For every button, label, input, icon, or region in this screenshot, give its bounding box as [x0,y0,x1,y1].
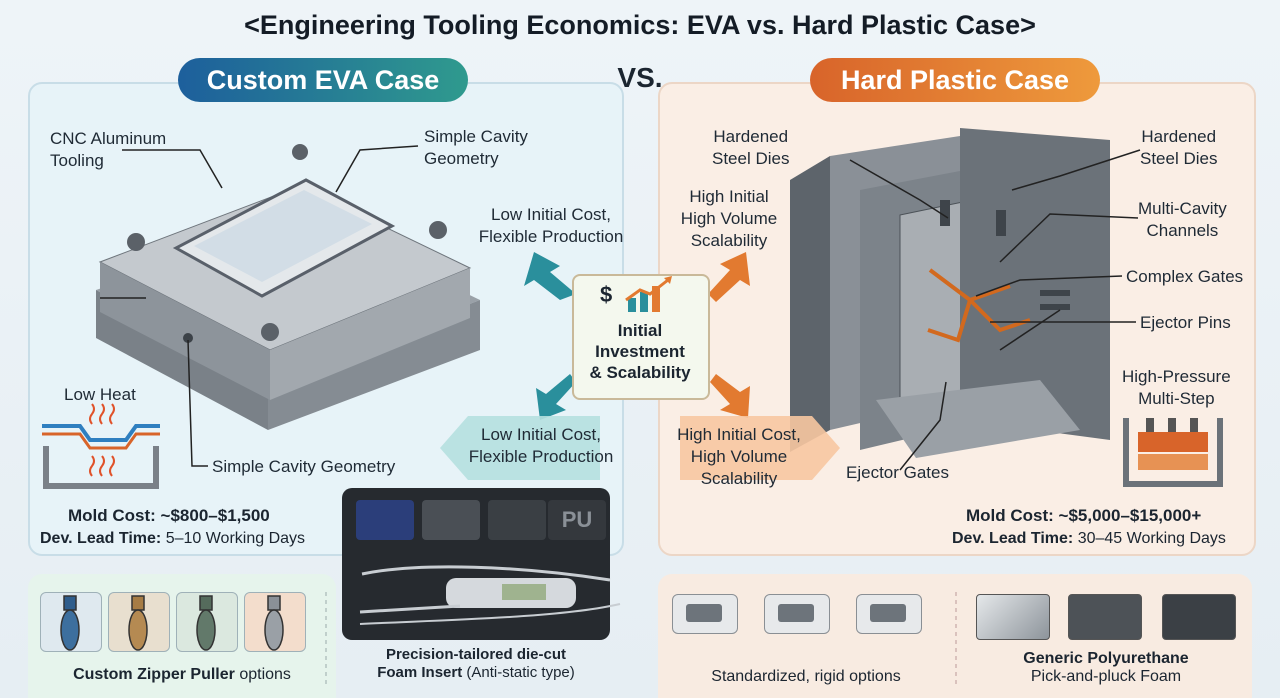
foam-swatch-dark [488,500,546,540]
hp-arrow-up-text: High Initial High Volume Scalability [680,187,778,250]
foam-swatch-blue [356,500,414,540]
foam-caption-bold: Precision-tailored die-cut Foam Insert [377,646,567,681]
foam-sample-dark [1162,594,1236,640]
zipper-caption-rest: options [239,666,291,683]
foam-sample-medium [1068,594,1142,640]
label-low-heat: Low Heat [64,385,136,404]
hard-plastic-heading: Hard Plastic Case [810,58,1100,102]
foam-swatch-pu: PU [548,500,606,540]
steel-mold-image [790,128,1110,458]
heat-press-icon [42,403,160,489]
pu-foam-caption-rest: Pick-and-pluck Foam [1030,668,1182,685]
dollar-icon: $ [600,282,613,307]
label-simple-cavity-top: Simple Cavity Geometry [424,127,528,168]
label-ejector-gates: Ejector Gates [846,463,949,482]
hp-lead-value: 30–45 Working Days [1077,530,1226,547]
foam-caption: Precision-tailored die-cut Foam Insert (… [336,646,616,682]
foam-caption-rest: (Anti-static type) [466,664,575,681]
hp-lead-label: Dev. Lead Time: [952,530,1074,547]
heat-waves-icon [89,403,115,477]
high-pressure-icon [1123,418,1223,487]
foam-sample-light [976,594,1050,640]
label-dies-left: Hardened Steel Dies [712,127,790,168]
label-high-pressure: High-Pressure Multi-Step [1122,367,1231,408]
label-complex-gates: Complex Gates [1126,267,1244,286]
center-title: Initial Investment & Scalability [589,321,691,382]
hp-lead-time: Dev. Lead Time: 30–45 Working Days [952,530,1226,548]
vs-label: VS. [617,62,663,93]
eva-arrow-up-text: Low Initial Cost, Flexible Production [478,205,624,246]
label-simple-cavity-bottom: Simple Cavity Geometry [212,457,396,476]
pu-foam-caption-bold: Generic Polyurethane [1023,650,1189,667]
cnc-mold-image [96,144,480,430]
chart-up-icon [625,276,672,312]
center-arrows [440,252,840,480]
label-multi-cavity: Multi-Cavity Channels [1138,199,1227,240]
page-title: <Engineering Tooling Economics: EVA vs. … [244,10,1036,40]
hp-mold-cost: Mold Cost: ~$5,000–$15,000+ [966,506,1202,525]
eva-arrow-down-text: Low Initial Cost, Flexible Production [468,425,614,466]
zipper-caption: Custom Zipper Puller options [28,666,336,684]
foam-swatch-texture [422,500,480,540]
zipper-caption-bold: Custom Zipper Puller [73,666,235,683]
eva-mold-cost: Mold Cost: ~$800–$1,500 [68,506,270,525]
label-cnc-tooling: CNC Aluminum Tooling [50,129,167,170]
eva-lead-time: Dev. Lead Time: 5–10 Working Days [40,530,305,548]
hp-arrow-down-text: High Initial Cost, High Volume Scalabili… [677,425,801,488]
eva-lead-value: 5–10 Working Days [165,530,306,547]
standard-options-caption: Standardized, rigid options [711,668,901,685]
label-dies-right: Hardened Steel Dies [1140,127,1218,168]
eva-lead-label: Dev. Lead Time: [40,530,162,547]
hp-accessories-section [658,574,1252,698]
runner-channels [927,268,1031,343]
eva-heading: Custom EVA Case [178,58,468,102]
temperature-probe-image [359,565,621,625]
label-ejector-pins: Ejector Pins [1140,313,1231,332]
